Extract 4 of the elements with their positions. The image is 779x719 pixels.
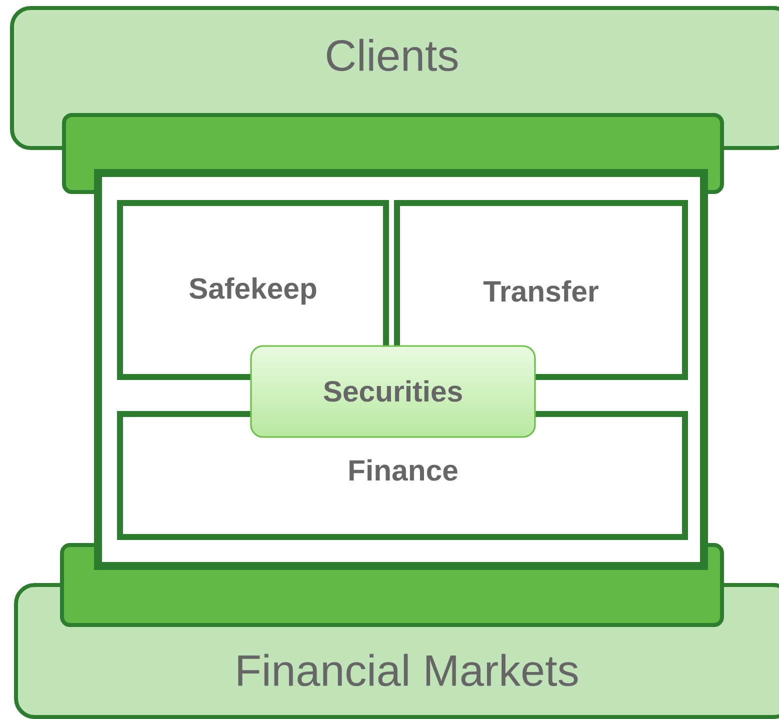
center-box: Securities	[250, 345, 536, 438]
section-box: Safekeep	[117, 200, 389, 380]
section-box: Finance	[117, 411, 688, 540]
section-box: Transfer	[394, 200, 688, 380]
